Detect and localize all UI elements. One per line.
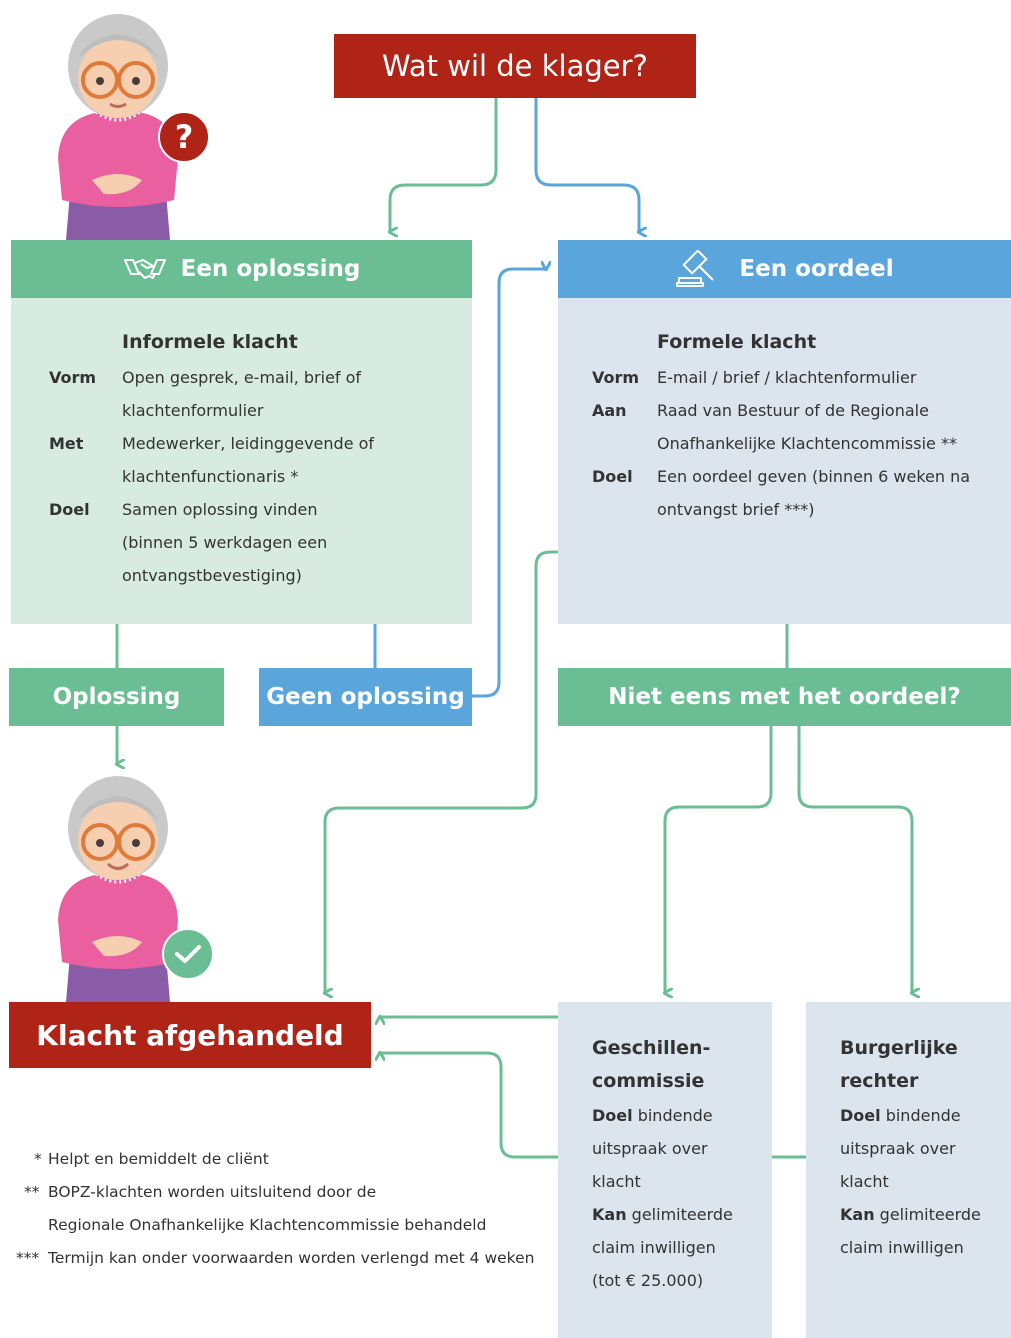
geschillen-doel-text: klacht (592, 1172, 641, 1191)
oplossing-label: Oplossing (9, 668, 224, 726)
rechter-title: Burgerlijke (840, 1037, 958, 1059)
judgement-row-label: Aan (592, 401, 627, 420)
geschillen-title: commissie (592, 1070, 705, 1092)
rechter-doel-text: bindende (880, 1106, 961, 1125)
arrow-to-rechter (797, 726, 912, 993)
grandma-resolved-illustration (30, 770, 220, 1002)
solution-row-text: ontvangstbevestiging) (122, 566, 302, 585)
footnote-text: Helpt en bemiddelt de cliënt (48, 1150, 269, 1168)
solution-row-text: Samen oplossing vinden (122, 500, 318, 519)
solution-row-text: klachtenfunctionaris * (122, 467, 299, 486)
geschillen-kan: Kan gelimiteerde (592, 1198, 733, 1231)
geen-oplossing-label: Geen oplossing (259, 668, 472, 726)
judgement-row-label: Vorm (592, 368, 640, 387)
rechter-kan-label: Kan (840, 1205, 875, 1224)
solution-row-text: Open gesprek, e-mail, brief of (122, 368, 362, 387)
afgehandeld-label: Klacht afgehandeld (9, 1002, 371, 1068)
arrow-geschillen-to-afgehandeld-2 (380, 1053, 558, 1159)
solution-row-text: Medewerker, leidinggevende of (122, 434, 375, 453)
footnote-mark: *** (16, 1249, 40, 1267)
judgement-header: Een oordeel (558, 240, 1011, 298)
solution-row-label: Vorm (49, 368, 97, 387)
geschillen-box: Geschillen- commissie Doel bindende uits… (558, 1002, 772, 1338)
geschillen-doel: Doel bindende (592, 1099, 713, 1132)
arrow-geen-to-judgement (472, 269, 546, 698)
geschillen-doel-text: uitspraak over (592, 1139, 708, 1158)
solution-subtitle: Informele klacht (122, 331, 298, 353)
geschillen-kan-text: claim inwilligen (592, 1238, 716, 1257)
judgement-row-label: Doel (592, 467, 633, 486)
judgement-row-text: ontvangst brief ***) (657, 500, 815, 519)
arrow-judgement-to-afgehandeld (325, 550, 558, 993)
footnote-mark: ** (24, 1183, 40, 1201)
judgement-body: Formele klacht Vorm E-mail / brief / kla… (558, 298, 1011, 624)
rechter-doel-label: Doel (840, 1106, 881, 1125)
gavel-icon (675, 250, 717, 288)
rechter-box: Burgerlijke rechter Doel bindende uitspr… (806, 1002, 1011, 1338)
question-title: Wat wil de klager? (334, 34, 696, 98)
arrow-to-solution (390, 98, 498, 232)
footnote-text: Termijn kan onder voorwaarden worden ver… (48, 1249, 535, 1267)
solution-row-text: klachtenformulier (122, 401, 264, 420)
geschillen-kan-text: gelimiteerde (626, 1205, 733, 1224)
judgement-row-text: Raad van Bestuur of de Regionale (657, 401, 929, 420)
rechter-doel-text: klacht (840, 1172, 889, 1191)
judgement-row-text: Onafhankelijke Klachtencommissie ** (657, 434, 957, 453)
solution-header: Een oplossing (11, 240, 472, 298)
rechter-kan-text: gelimiteerde (874, 1205, 981, 1224)
solution-row-label: Doel (49, 500, 90, 519)
rechter-doel-text: uitspraak over (840, 1139, 956, 1158)
solution-row-label: Met (49, 434, 84, 453)
footnote-text: BOPZ-klachten worden uitsluitend door de (48, 1183, 377, 1201)
geschillen-kan-text: (tot € 25.000) (592, 1271, 704, 1290)
judgement-subtitle: Formele klacht (657, 331, 817, 353)
rechter-kan-text: claim inwilligen (840, 1238, 964, 1257)
rechter-kan: Kan gelimiteerde (840, 1198, 981, 1231)
judgement-row-text: Een oordeel geven (binnen 6 weken na (657, 467, 971, 486)
arrow-to-geschillen (665, 726, 773, 993)
rechter-doel: Doel bindende (840, 1099, 961, 1132)
geschillen-title: Geschillen- (592, 1037, 711, 1059)
judgement-row-text: E-mail / brief / klachtenformulier (657, 368, 917, 387)
solution-header-label: Een oplossing (180, 256, 361, 282)
footnote-text: Regionale Onafhankelijke Klachtencommiss… (48, 1216, 487, 1234)
grandma-question-illustration: ? (30, 8, 220, 240)
rechter-title: rechter (840, 1070, 919, 1092)
geschillen-kan-label: Kan (592, 1205, 627, 1224)
solution-row-text: (binnen 5 werkdagen een (122, 533, 328, 552)
niet-eens-label: Niet eens met het oordeel? (558, 668, 1011, 726)
handshake-icon (123, 254, 167, 284)
question-mark-icon: ? (158, 111, 210, 163)
footnote-mark: * (34, 1150, 42, 1168)
solution-body: Informele klacht Vorm Open gesprek, e-ma… (11, 298, 472, 624)
arrow-to-judgement (534, 98, 639, 232)
checkmark-icon (162, 928, 214, 980)
geschillen-doel-label: Doel (592, 1106, 633, 1125)
judgement-header-label: Een oordeel (739, 256, 894, 282)
geschillen-doel-text: bindende (632, 1106, 713, 1125)
